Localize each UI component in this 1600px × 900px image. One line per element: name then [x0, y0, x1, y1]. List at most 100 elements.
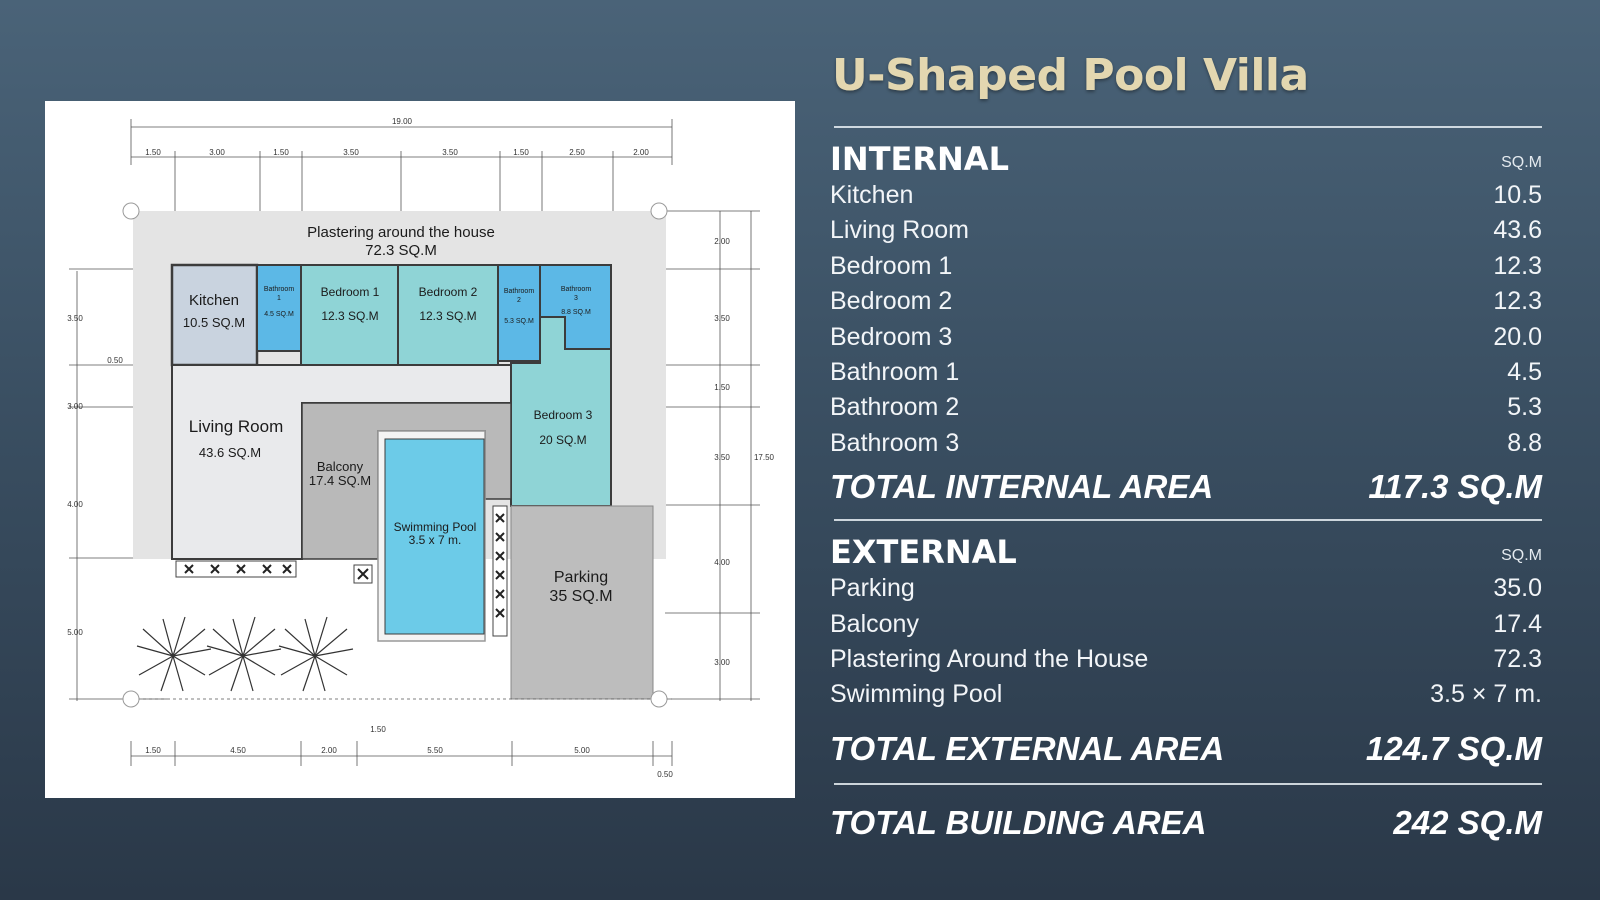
bath1-num-label: 1	[277, 295, 281, 302]
kitchen-area-label: 10.5 SQ.M	[183, 315, 245, 330]
external-header: EXTERNAL SQ.M	[830, 533, 1542, 571]
dim-right: 3.00	[714, 658, 730, 667]
floor-plan-drawing: Plastering around the house 72.3 SQ.M Ki…	[67, 117, 775, 779]
dim-right: 1.50	[714, 383, 730, 392]
total-building: TOTAL BUILDING AREA 242 SQ.M	[830, 801, 1542, 845]
plastering-label: Plastering around the house	[307, 224, 495, 241]
total-building-label: TOTAL BUILDING AREA	[830, 803, 1207, 841]
parking-area-label: 35 SQ.M	[549, 588, 612, 605]
row-label: Bathroom 2	[830, 393, 960, 422]
balcony-area-label: 17.4 SQ.M	[309, 473, 371, 488]
bath3-label: Bathroom	[561, 286, 592, 293]
bath1-label: Bathroom	[264, 286, 295, 293]
bed1-label: Bedroom 1	[321, 285, 380, 299]
internal-header: INTERNAL SQ.M	[830, 140, 1542, 178]
list-item: Bedroom 3 20.0	[830, 320, 1542, 355]
balcony-label: Balcony	[317, 459, 364, 474]
list-item: Bedroom 1 12.3	[830, 249, 1542, 284]
total-external: TOTAL EXTERNAL AREA 124.7 SQ.M	[830, 727, 1542, 771]
parking-label: Parking	[554, 569, 608, 586]
bath2-label: Bathroom	[504, 288, 535, 295]
bed2-label: Bedroom 2	[419, 285, 478, 299]
divider	[834, 782, 1542, 785]
page-title: U-Shaped Pool Villa	[832, 50, 1309, 101]
bed3-label: Bedroom 3	[534, 408, 593, 422]
divider	[834, 519, 1542, 522]
living-label: Living Room	[189, 417, 284, 436]
dim-left: 3.00	[67, 402, 83, 411]
row-label: Bedroom 3	[830, 322, 953, 351]
row-label: Parking	[830, 574, 915, 603]
dim-bottom: 1.50	[145, 746, 161, 755]
dim-top: 1.50	[513, 148, 529, 157]
dim-bottom-corner: 0.50	[657, 770, 673, 779]
swimming-pool	[384, 438, 485, 635]
dim-bottom-inner: 1.50	[370, 725, 386, 734]
external-heading: EXTERNAL	[830, 533, 1017, 572]
row-label: Balcony	[830, 609, 919, 638]
row-value: 35.0	[1493, 574, 1542, 603]
room-kitchen	[170, 263, 259, 367]
row-value: 10.5	[1493, 181, 1542, 209]
dim-top: 3.50	[343, 148, 359, 157]
dim-left: 3.50	[67, 314, 83, 323]
pool-label: Swimming Pool	[394, 520, 477, 534]
row-label: Bathroom 3	[830, 428, 960, 457]
total-external-label: TOTAL EXTERNAL AREA	[830, 729, 1225, 767]
dim-overall-right: 17.50	[754, 453, 775, 462]
external-list: Parking 35.0 Balcony 17.4 Plastering Aroun…	[830, 571, 1542, 713]
row-value: 12.3	[1493, 251, 1542, 280]
area-summary-panel: U-Shaped Pool Villa INTERNAL SQ.M Kitche…	[830, 40, 1542, 845]
external-unit: SQ.M	[1501, 547, 1542, 565]
room-bathroom-2	[497, 264, 541, 362]
list-item: Plastering Around the House 72.3	[830, 642, 1542, 677]
dim-right: 4.00	[714, 558, 730, 567]
dim-bottom: 2.00	[321, 746, 337, 755]
row-label: Bedroom 1	[830, 251, 953, 280]
divider	[834, 126, 1542, 128]
row-value: 8.8	[1507, 428, 1542, 457]
row-value: 17.4	[1493, 609, 1542, 638]
bath2-area-label: 5.3 SQ.M	[504, 318, 534, 325]
dim-left: 4.00	[67, 500, 83, 509]
internal-unit: SQ.M	[1501, 154, 1542, 171]
dim-right: 2.00	[714, 237, 730, 246]
row-label: Plastering Around the House	[830, 644, 1149, 673]
dim-right: 3.50	[714, 314, 730, 323]
plastering-area-label: 72.3 SQ.M	[365, 242, 437, 259]
dimension-lines	[76, 126, 752, 757]
list-item: Bathroom 3 8.8	[830, 426, 1542, 461]
row-value: 12.3	[1493, 287, 1542, 316]
total-internal-label: TOTAL INTERNAL AREA	[830, 468, 1214, 506]
palm-tree-icon	[136, 616, 354, 692]
dim-right: 3.50	[714, 453, 730, 462]
plant-marks	[184, 513, 505, 618]
row-value: 20.0	[1493, 322, 1542, 351]
row-label: Bathroom 1	[830, 357, 960, 386]
bath1-area-label: 4.5 SQ.M	[264, 311, 294, 318]
dim-top: 1.50	[273, 148, 289, 157]
bath3-area-label: 8.8 SQ.M	[561, 309, 591, 316]
dim-left: 5.00	[67, 628, 83, 637]
room-bedroom-2	[397, 264, 499, 366]
dim-overall-top: 19.00	[392, 117, 413, 126]
dim-top: 3.50	[442, 148, 458, 157]
dim-left: 0.50	[107, 356, 123, 365]
dim-top: 3.00	[209, 148, 225, 157]
row-label: Swimming Pool	[830, 680, 1003, 709]
list-item: Balcony 17.4	[830, 607, 1542, 642]
total-building-value: 242 SQ.M	[1393, 803, 1542, 841]
list-item: Parking 35.0	[830, 571, 1542, 606]
dim-top: 2.00	[633, 148, 649, 157]
dim-top: 2.50	[569, 148, 585, 157]
internal-heading: INTERNAL	[830, 140, 1009, 178]
room-bathroom-1	[256, 264, 302, 352]
pool-size-label: 3.5 x 7 m.	[409, 533, 462, 547]
row-value: 72.3	[1493, 644, 1542, 673]
bed3-area-label: 20 SQ.M	[539, 433, 586, 447]
